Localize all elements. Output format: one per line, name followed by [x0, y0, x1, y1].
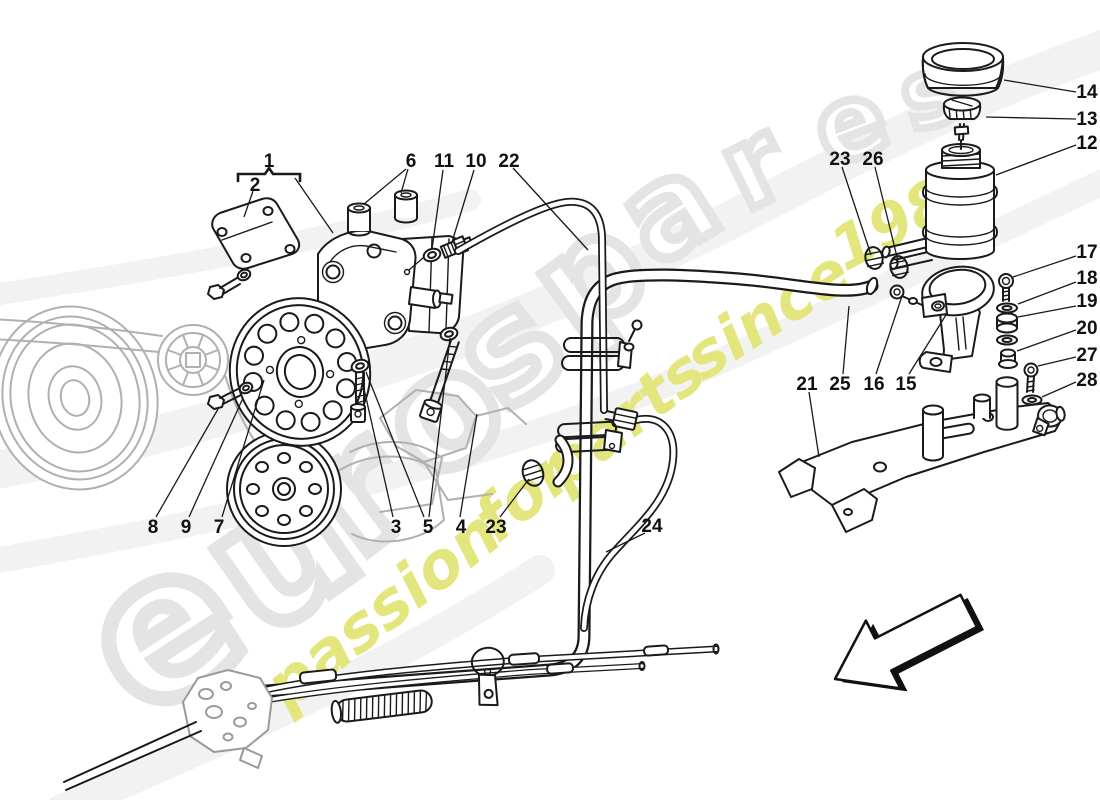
rack-pipes	[261, 643, 720, 703]
reservoir-cap-13	[942, 96, 982, 150]
callout-12: 12	[1076, 133, 1097, 154]
callout-6: 6	[406, 151, 417, 172]
direction-arrow	[833, 593, 985, 692]
plate-washer	[236, 268, 252, 282]
callout-7: 7	[214, 517, 225, 538]
leader-lines	[155, 79, 1077, 553]
callout-26: 26	[862, 149, 883, 170]
callout-23-lower: 23	[485, 517, 506, 538]
compressor-pulley	[226, 431, 342, 547]
hardware-27-28	[1021, 362, 1066, 437]
hose-union-nut	[604, 407, 639, 431]
pipe-p-clamp	[470, 646, 505, 707]
spacer-bushings-6	[347, 189, 418, 237]
group-bracket-1	[236, 165, 302, 183]
callout-10: 10	[465, 151, 486, 172]
bracket-standoff-b	[973, 393, 991, 419]
callout-11: 11	[434, 151, 455, 172]
belt-tensioner-pulley	[157, 324, 229, 396]
callout-23-upper: 23	[829, 149, 850, 170]
watermark-brand: e u r o s p a r e s	[34, 29, 976, 769]
callout-18: 18	[1076, 268, 1097, 289]
clamp-23-lower	[521, 459, 545, 487]
washer-9	[238, 381, 254, 395]
pump-pulley-7	[228, 297, 372, 447]
mounting-plate-2	[207, 197, 301, 300]
callout-5: 5	[423, 517, 434, 538]
callout-22: 22	[498, 151, 519, 172]
callout-16: 16	[863, 374, 884, 395]
callout-21: 21	[796, 374, 818, 395]
rubber-boot-14	[921, 42, 1005, 97]
engine-block-outline	[339, 389, 527, 543]
callout-8: 8	[148, 517, 159, 538]
callout-19: 19	[1076, 291, 1097, 312]
clamp-23-upper	[864, 246, 884, 270]
callout-1: 1	[264, 151, 275, 172]
support-bracket-21	[778, 393, 1065, 533]
crank-pulley	[0, 305, 159, 491]
hose-clamp-lower	[555, 420, 623, 454]
washer-11	[422, 247, 442, 263]
callout-3: 3	[391, 517, 402, 538]
callout-17: 17	[1076, 242, 1097, 263]
bracket-standoff-a	[922, 404, 944, 462]
clamp-screw-16	[889, 284, 923, 306]
callout-27: 27	[1076, 345, 1097, 366]
callout-4: 4	[456, 517, 467, 538]
washer-5b	[439, 326, 459, 342]
callout-13: 13	[1076, 109, 1097, 130]
callout-15: 15	[895, 374, 917, 395]
spacer-tube	[995, 376, 1019, 431]
elbow-hose	[552, 434, 574, 488]
pressure-hose-24	[580, 407, 678, 632]
rack-valve-body	[63, 669, 273, 791]
callout-9: 9	[181, 517, 192, 538]
callout-24: 24	[641, 516, 663, 537]
hose-clamp-upper	[561, 319, 643, 371]
plate-bolt	[207, 277, 241, 300]
bracket-p-clamp	[1032, 404, 1066, 437]
reservoir-12	[922, 160, 998, 260]
bolt-8	[207, 388, 242, 410]
callout-28: 28	[1076, 370, 1097, 391]
mount-hardware-17-20	[995, 273, 1019, 431]
bolt-3	[350, 372, 366, 423]
washer-5a	[350, 358, 370, 374]
callout-25: 25	[829, 374, 851, 395]
pump-outlet-boss	[408, 286, 438, 309]
return-hose-25	[259, 268, 879, 698]
callout-20: 20	[1076, 318, 1097, 339]
pressure-hose-22	[454, 197, 608, 414]
callout-labels: 1 2 6 11 10 22 23 26 14 13 12 17 18 19 2…	[148, 82, 1098, 538]
spring-guard	[330, 689, 433, 724]
callout-2: 2	[250, 175, 261, 196]
holder-clamp-15	[918, 265, 995, 373]
callout-14: 14	[1076, 82, 1098, 103]
